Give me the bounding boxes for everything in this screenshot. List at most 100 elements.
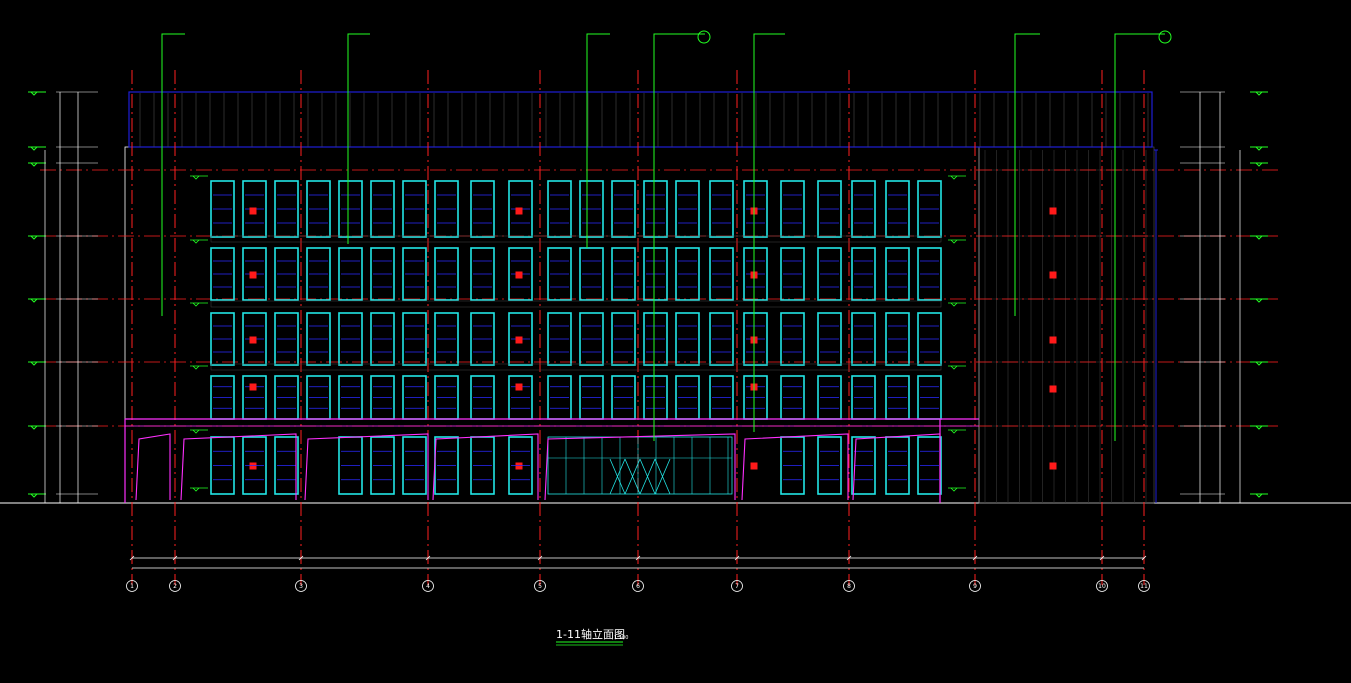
window [470,312,495,366]
level-triangle-icon [1250,146,1268,151]
leader-line [347,33,370,244]
axis-label: 8 [847,583,851,590]
window [434,312,459,366]
level-triangle-icon [190,302,208,307]
leader-line [1014,33,1040,316]
window [709,312,734,366]
ground-window [508,436,533,495]
red-square-marker [249,271,257,279]
window [274,180,299,238]
spandrel-band [210,300,942,308]
window [643,247,668,301]
window [402,180,427,238]
window [274,247,299,301]
red-square-marker [1049,336,1057,344]
leader-line [1114,33,1165,441]
red-square-marker [750,462,758,470]
dimension-tick [1099,555,1105,561]
window [709,247,734,301]
level-triangle-icon [948,175,966,180]
roof-parapet-outline [128,91,1153,148]
entrance-door [654,458,671,495]
level-triangle-icon [948,365,966,370]
window [508,247,533,301]
window [434,180,459,238]
level-triangle-icon [28,298,46,303]
window [370,180,395,238]
level-triangle-icon [1250,235,1268,240]
axis-label: 6 [636,583,640,590]
ground-window [274,436,299,495]
window [306,180,331,238]
window [470,180,495,238]
window [547,312,572,366]
axis-label: 2 [173,583,177,590]
axis-label: 10 [1098,583,1106,590]
level-triangle-icon [948,429,966,434]
window [402,247,427,301]
red-square-marker [515,383,523,391]
level-triangle-icon [190,175,208,180]
red-square-marker [249,462,257,470]
window [242,180,267,238]
dimension-tick [734,555,740,561]
leader-line [753,33,785,432]
window [817,312,842,366]
red-square-marker [515,336,523,344]
window [851,312,876,366]
level-triangle-icon [190,429,208,434]
ground-window [242,436,267,495]
ground-arch-frame [135,433,171,501]
main-facade-outline [124,146,980,504]
window [547,180,572,238]
window [851,180,876,238]
level-triangle-icon [1250,298,1268,303]
window [675,180,700,238]
window [709,180,734,238]
dimension-tick [425,555,431,561]
window [885,247,910,301]
window [817,247,842,301]
entrance-door [639,458,656,495]
callout-bubble-icon [697,30,711,44]
window [743,247,768,301]
entrance-door [609,458,626,495]
red-square-marker [1049,207,1057,215]
spandrel-band [210,235,942,243]
dimension-tick [1141,555,1147,561]
axis-bubble-icon [1096,580,1108,592]
window [338,247,363,301]
window [579,247,604,301]
axis-label: 4 [426,583,430,590]
axis-bubble-icon [126,580,138,592]
window [780,312,805,366]
level-triangle-icon [190,239,208,244]
level-triangle-icon [190,365,208,370]
level-triangle-icon [28,235,46,240]
axis-label: 1 [130,583,134,590]
level-triangle-icon [1250,425,1268,430]
window [579,180,604,238]
window [917,180,942,238]
window [338,180,363,238]
axis-bubble-icon [422,580,434,592]
ground-window [370,436,395,495]
callout-bubble-icon [1158,30,1172,44]
window [274,312,299,366]
axis-label: 3 [299,583,303,590]
level-triangle-icon [948,487,966,492]
window [851,247,876,301]
dimension-tick [537,555,543,561]
window [370,312,395,366]
level-markers [28,91,1268,503]
window [210,247,235,301]
drawing-scale: 1:100 [614,635,628,641]
level-triangle-icon [1250,493,1268,498]
window [643,180,668,238]
window [306,312,331,366]
axis-label: 7 [735,583,739,590]
ground-window [851,436,876,495]
window [917,312,942,366]
ground-arch-frame [432,433,539,501]
